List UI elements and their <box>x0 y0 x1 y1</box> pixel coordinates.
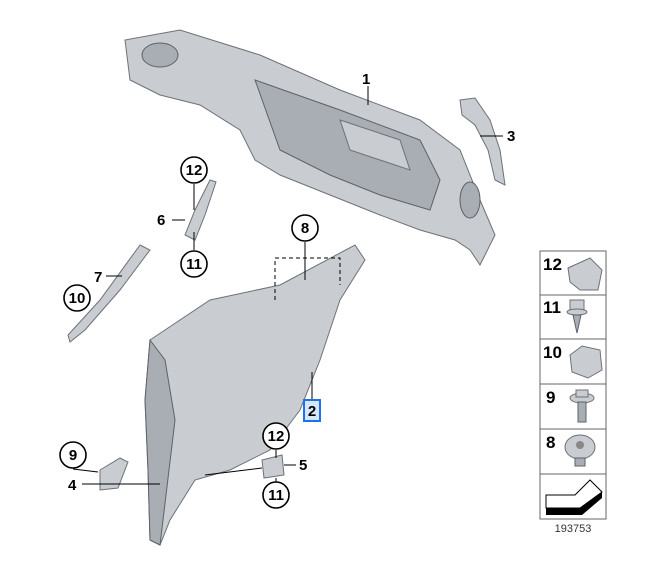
legend-label-12: 12 <box>543 255 562 274</box>
fastener-legend: 12 11 10 9 8 193753 <box>539 250 607 535</box>
callout-circle <box>180 250 208 278</box>
callout-9[interactable]: 9 <box>69 447 77 464</box>
side-panel-part[interactable] <box>144 244 366 546</box>
callout-8[interactable]: 8 <box>301 220 309 237</box>
callout-7[interactable]: 7 <box>94 269 102 286</box>
highlight-box <box>303 399 321 422</box>
callout-2[interactable]: 2 <box>308 403 316 420</box>
hex-bolt-icon <box>569 389 595 423</box>
bracket-part-6[interactable] <box>184 179 217 241</box>
rear-panel-part[interactable] <box>124 29 496 266</box>
callout-12[interactable]: 12 <box>186 162 203 179</box>
callout-4[interactable]: 4 <box>68 477 77 494</box>
callout-circle <box>262 422 290 450</box>
bracket-part-5[interactable] <box>261 454 285 479</box>
callout-6[interactable]: 6 <box>157 212 165 229</box>
bracket-part-4[interactable] <box>99 457 129 491</box>
direction-arrow-icon <box>545 479 603 515</box>
legend-label-8: 8 <box>546 433 555 452</box>
diagram-number: 193753 <box>555 523 592 535</box>
callout-3[interactable]: 3 <box>507 128 515 145</box>
callout-circle <box>59 441 87 469</box>
torx-bolt-icon <box>564 434 596 467</box>
bracket-part-3[interactable] <box>459 97 506 186</box>
callout-1[interactable]: 1 <box>362 71 370 88</box>
hex-screw-icon <box>566 299 588 334</box>
callout-12[interactable]: 12 <box>268 428 285 445</box>
callout-circle <box>262 481 290 509</box>
speed-nut-icon <box>567 257 603 291</box>
callout-10[interactable]: 10 <box>69 290 86 307</box>
clip-nut-icon <box>569 345 603 379</box>
trim-strip-part-7[interactable] <box>67 244 151 343</box>
callout-circle <box>180 156 208 184</box>
callout-11[interactable]: 11 <box>268 487 284 504</box>
legend-label-11: 11 <box>543 298 561 317</box>
callout-5[interactable]: 5 <box>299 457 307 474</box>
legend-label-9: 9 <box>546 388 555 407</box>
leader-lines <box>72 86 503 485</box>
callout-11[interactable]: 11 <box>186 256 202 273</box>
legend-label-10: 10 <box>543 343 562 362</box>
callout-circle <box>291 214 319 242</box>
callout-circle <box>63 284 91 312</box>
